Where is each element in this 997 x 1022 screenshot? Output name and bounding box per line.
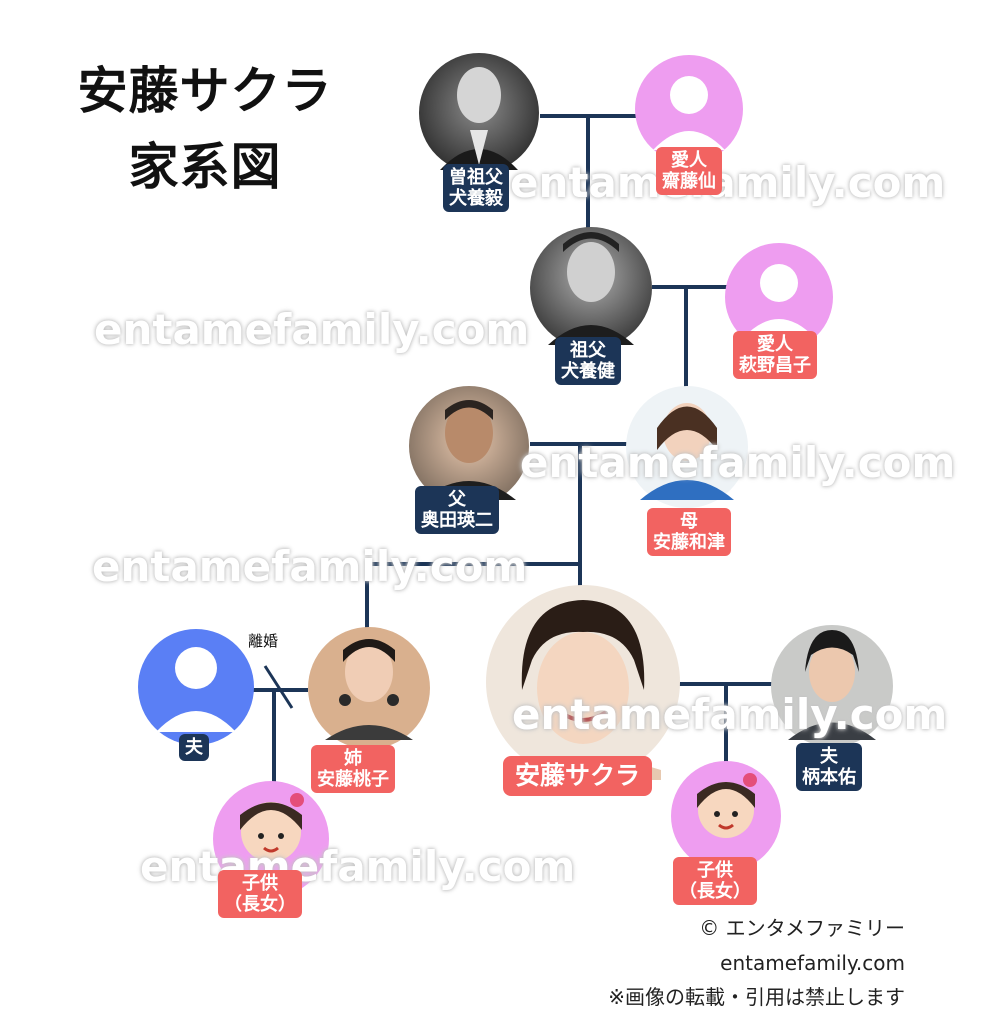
grandfather-photo bbox=[530, 227, 652, 349]
mother-photo bbox=[626, 386, 748, 508]
credit-copyright: © エンタメファミリー bbox=[699, 916, 905, 940]
connector-lines bbox=[246, 114, 776, 786]
grandfather-label: 祖父犬養健 bbox=[555, 337, 621, 385]
sister-photo bbox=[308, 627, 430, 749]
page-title: 安藤サクラ bbox=[77, 62, 333, 120]
great-grandfather-partner-label: 愛人齋藤仙 bbox=[656, 147, 722, 195]
watermark: entamefamily.com bbox=[94, 305, 530, 354]
child-label: 子供（長女） bbox=[673, 857, 757, 905]
divorce-label: 離婚 bbox=[248, 632, 279, 650]
credit-notice: ※画像の転載・引用は禁止します bbox=[608, 985, 905, 1009]
child-avatar bbox=[671, 761, 781, 871]
grandfather-partner-avatar bbox=[725, 243, 833, 351]
mother-label: 母安藤和津 bbox=[647, 508, 731, 556]
watermark: entamefamily.com bbox=[520, 438, 956, 487]
watermark: entamefamily.com bbox=[510, 158, 946, 207]
sister-husband-avatar bbox=[138, 629, 254, 745]
husband-photo bbox=[771, 625, 893, 747]
main-person-label: 安藤サクラ bbox=[503, 756, 653, 796]
main-person-photo bbox=[486, 585, 680, 780]
sister-child-label: 子供（長女） bbox=[218, 870, 302, 918]
great-grandfather-label: 曽祖父犬養毅 bbox=[443, 164, 509, 212]
sister-label: 姉安藤桃子 bbox=[311, 745, 395, 793]
sister-husband-label: 夫 bbox=[179, 734, 209, 761]
credit-site: entamefamily.com bbox=[720, 951, 905, 975]
watermark: entamefamily.com bbox=[140, 842, 576, 891]
husband-label: 夫柄本佑 bbox=[796, 743, 862, 791]
grandfather-partner-label: 愛人萩野昌子 bbox=[733, 331, 817, 379]
father-label: 父奥田瑛二 bbox=[415, 486, 499, 534]
divorce-mark bbox=[263, 665, 294, 709]
great-grandfather-photo bbox=[419, 53, 539, 173]
watermark: entamefamily.com bbox=[92, 542, 528, 591]
watermark: entamefamily.com bbox=[512, 690, 948, 739]
page-subtitle: 家系図 bbox=[128, 138, 282, 196]
great-grandfather-partner-avatar bbox=[635, 55, 743, 163]
